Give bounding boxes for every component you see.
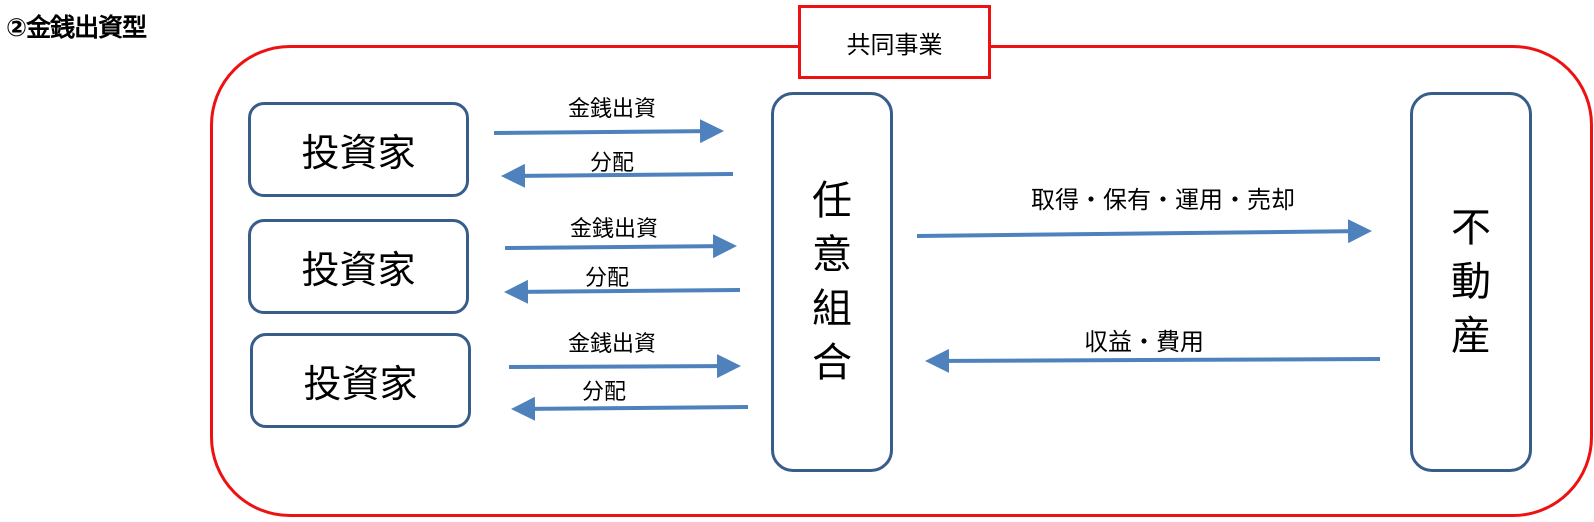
contribution-label: 金銭出資 <box>569 217 659 242</box>
contribution-arrow-1 <box>493 119 724 144</box>
page-title: ②金銭出資型 <box>6 13 147 42</box>
contribution-arrow-2 <box>504 234 737 259</box>
distribution-arrow-1 <box>501 163 734 188</box>
distribution-label: 分配 <box>589 151 635 176</box>
investor-label: 投資家 <box>301 131 416 175</box>
investor-label: 投資家 <box>303 362 418 406</box>
investor-label: 投資家 <box>301 248 416 292</box>
association-char: 組 <box>812 286 852 332</box>
investor-box-3: 投資家 <box>250 333 471 428</box>
investor-box-2: 投資家 <box>248 219 469 314</box>
distribution-label: 分配 <box>584 266 630 291</box>
acquisition-arrow <box>916 219 1372 244</box>
contribution-label: 金銭出資 <box>567 97 657 122</box>
association-char: 合 <box>812 340 852 386</box>
association-char: 意 <box>812 232 852 278</box>
revenue-label: 収益・費用 <box>1084 328 1204 356</box>
contribution-arrow-3 <box>508 354 741 379</box>
real-estate-char: 不 <box>1451 205 1491 251</box>
investor-box-1: 投資家 <box>248 102 469 197</box>
real-estate-box: 不 動 産 <box>1410 92 1532 472</box>
contribution-label: 金銭出資 <box>567 332 657 357</box>
distribution-label: 分配 <box>581 380 627 405</box>
acquisition-label: 取得・保有・運用・売却 <box>1031 186 1295 214</box>
distribution-arrow-2 <box>504 279 741 304</box>
association-char: 任 <box>812 178 852 224</box>
revenue-arrow <box>925 348 1381 373</box>
distribution-arrow-3 <box>511 396 749 421</box>
joint-business-label: 共同事業 <box>798 5 991 79</box>
real-estate-char: 動 <box>1451 259 1491 305</box>
real-estate-char: 産 <box>1451 313 1491 359</box>
voluntary-association-box: 任 意 組 合 <box>771 92 893 472</box>
